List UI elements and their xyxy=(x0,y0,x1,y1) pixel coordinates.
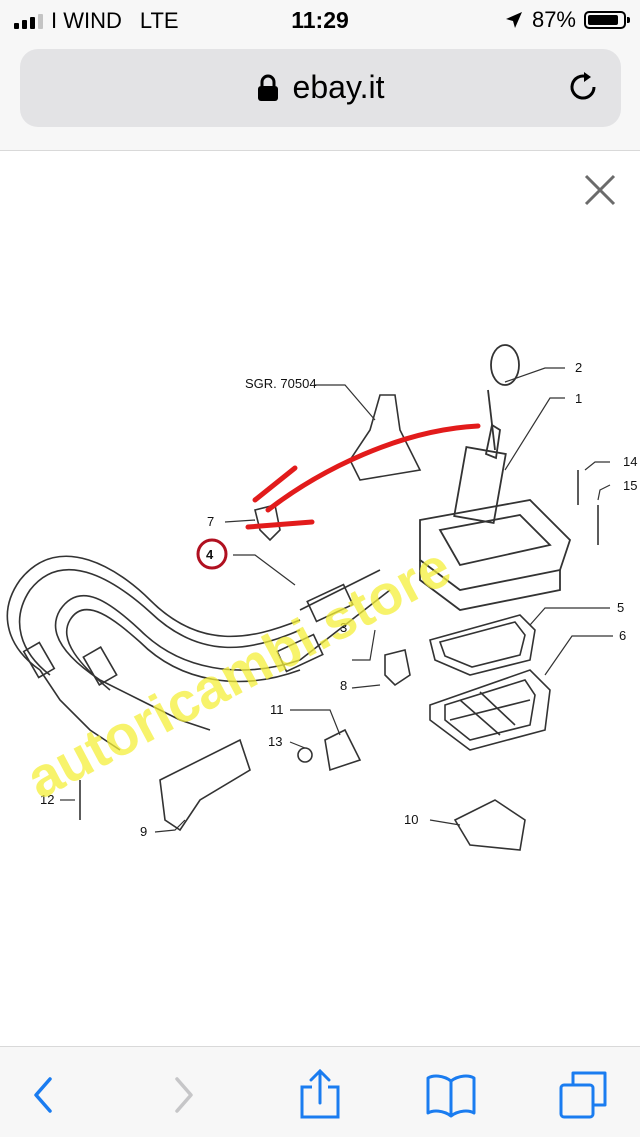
callout-1: 1 xyxy=(575,391,582,406)
reload-icon[interactable] xyxy=(565,69,601,105)
part-callouts: SGR. 70504 1 2 3 4 5 6 7 8 9 10 11 12 13… xyxy=(40,360,637,839)
signal-strength-icon xyxy=(14,13,43,29)
status-bar: I WIND LTE 11:29 87% xyxy=(0,0,640,40)
back-icon[interactable] xyxy=(18,1069,70,1121)
browser-bottom-toolbar xyxy=(0,1046,640,1137)
watermark-text: autoricambi.store xyxy=(16,534,460,810)
callout-8: 8 xyxy=(340,678,347,693)
network-type: LTE xyxy=(139,8,179,33)
forward-icon[interactable] xyxy=(157,1069,209,1121)
callout-7: 7 xyxy=(207,514,214,529)
gear-boot-drawing xyxy=(349,394,422,481)
callout-4: 4 xyxy=(206,547,214,562)
callout-15: 15 xyxy=(623,478,637,493)
ref-code-label: SGR. 70504 xyxy=(245,376,317,391)
callout-13: 13 xyxy=(268,734,282,749)
clock: 11:29 xyxy=(291,7,349,33)
image-viewer xyxy=(0,151,640,1046)
callout-12: 12 xyxy=(40,792,54,807)
cable-assembly-drawing xyxy=(6,555,391,751)
carrier-name: I WIND xyxy=(51,8,122,33)
battery-percent: 87% xyxy=(531,7,576,32)
battery-icon xyxy=(584,11,630,29)
gearshift-parts-diagram: SGR. 70504 1 2 3 4 5 6 7 8 9 10 11 12 13… xyxy=(6,344,637,851)
callout-5: 5 xyxy=(617,600,624,615)
callout-6: 6 xyxy=(619,628,626,643)
address-bar[interactable]: ebay.it xyxy=(20,49,621,127)
callout-11: 11 xyxy=(270,702,284,717)
close-icon[interactable] xyxy=(582,172,618,208)
callout-14: 14 xyxy=(623,454,637,469)
tabs-icon[interactable] xyxy=(557,1069,609,1121)
small-parts-drawings xyxy=(79,470,599,851)
gasket-drawings xyxy=(429,614,551,751)
location-arrow-icon xyxy=(505,12,522,28)
callout-9: 9 xyxy=(140,824,147,839)
url-text: ebay.it xyxy=(292,69,385,105)
callout-2: 2 xyxy=(575,360,582,375)
share-icon[interactable] xyxy=(294,1069,346,1121)
bookmarks-icon[interactable] xyxy=(425,1069,477,1121)
red-marker-arrow xyxy=(245,423,481,530)
shifter-housing-drawing xyxy=(419,344,572,611)
browser-toolbar: ebay.it xyxy=(0,40,640,151)
red-highlight-circle xyxy=(196,538,228,570)
callout-10: 10 xyxy=(404,812,418,827)
lock-icon xyxy=(257,74,278,101)
callout-3: 3 xyxy=(340,620,347,635)
